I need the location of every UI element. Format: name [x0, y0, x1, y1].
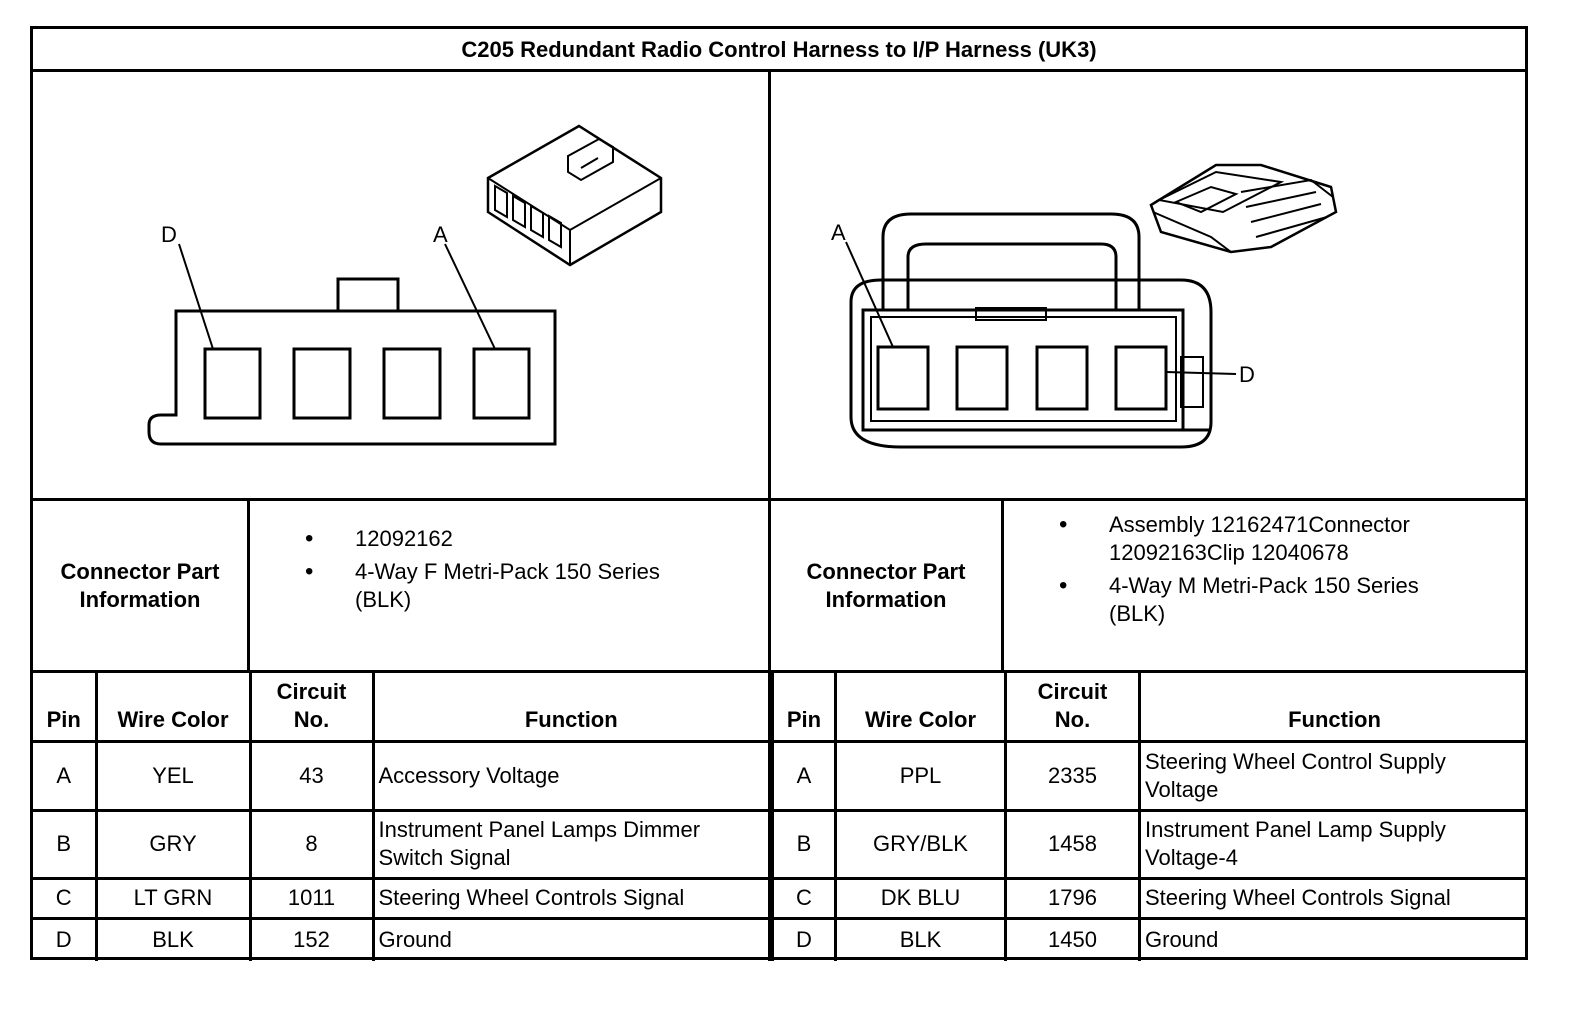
- pin-cell: D: [33, 916, 98, 961]
- right-pin-label-d: D: [1239, 362, 1255, 387]
- table-row: B GRY 8 Instrument Panel Lamps Dimmer Sw…: [33, 808, 771, 880]
- right-info-label: Connector Part Information: [771, 501, 1004, 670]
- header-wire-color: Wire Color: [94, 673, 252, 743]
- right-pin-label-a: A: [831, 220, 846, 245]
- function-cell: Steering Wheel Controls Signal: [1138, 876, 1528, 920]
- table-row: C DK BLU 1796 Steering Wheel Controls Si…: [771, 876, 1528, 920]
- header-circuit: Circuit No.: [248, 673, 375, 743]
- wire-color-cell: LT GRN: [94, 876, 252, 920]
- pin-cell: C: [771, 876, 837, 920]
- function-cell: Instrument Panel Lamps Dimmer Switch Sig…: [371, 808, 771, 880]
- function-cell: Steering Wheel Control Supply Voltage: [1138, 739, 1528, 812]
- left-info-item: 12092162: [250, 525, 768, 553]
- wire-color-cell: DK BLU: [834, 876, 1007, 920]
- male-connector-drawing: A D: [831, 163, 1338, 449]
- pin-cell: D: [771, 916, 837, 961]
- left-info-label: Connector Part Information: [33, 501, 250, 670]
- table-row: D BLK 1450 Ground: [771, 916, 1528, 961]
- function-cell: Instrument Panel Lamp Supply Voltage-4: [1138, 808, 1528, 880]
- left-connector-info: Connector Part Information 12092162 4-Wa…: [33, 498, 771, 673]
- function-cell: Ground: [371, 916, 771, 961]
- right-pin-table: Pin Wire Color Circuit No. Function A PP…: [771, 673, 1528, 961]
- table-row: A PPL 2335 Steering Wheel Control Supply…: [771, 739, 1528, 812]
- left-pin-label-a: A: [433, 222, 448, 247]
- pin-cell: A: [771, 739, 837, 812]
- left-info-label-line1: Connector Part: [60, 558, 220, 584]
- circuit-cell: 2335: [1004, 739, 1141, 812]
- right-info-item: 4-Way M Metri-Pack 150 Series (BLK): [1004, 572, 1528, 628]
- pin-cell: B: [33, 808, 98, 880]
- circuit-cell: 8: [248, 808, 375, 880]
- header-circuit-line1: Circuit: [1037, 678, 1108, 704]
- function-cell: Steering Wheel Controls Signal: [371, 876, 771, 920]
- circuit-cell: 152: [248, 916, 375, 961]
- right-info-item: Assembly 12162471Connector 12092163Clip …: [1004, 511, 1528, 567]
- pin-cell: A: [33, 739, 98, 812]
- circuit-cell: 1450: [1004, 916, 1141, 961]
- wire-color-cell: GRY/BLK: [834, 808, 1007, 880]
- table-row: C LT GRN 1011 Steering Wheel Controls Si…: [33, 876, 771, 920]
- table-row: A YEL 43 Accessory Voltage: [33, 739, 771, 812]
- header-circuit-line1: Circuit: [276, 678, 347, 704]
- table-row: B GRY/BLK 1458 Instrument Panel Lamp Sup…: [771, 808, 1528, 880]
- header-circuit-line2: No.: [293, 706, 330, 732]
- wire-color-cell: PPL: [834, 739, 1007, 812]
- function-cell: Ground: [1138, 916, 1528, 961]
- header-pin: Pin: [771, 673, 837, 743]
- connector-table-frame: C205 Redundant Radio Control Harness to …: [30, 26, 1528, 961]
- pin-cell: C: [33, 876, 98, 920]
- table-row: D BLK 152 Ground: [33, 916, 771, 961]
- header-pin: Pin: [33, 673, 98, 743]
- right-info-label-line2: Information: [825, 586, 947, 612]
- header-circuit-line2: No.: [1054, 706, 1091, 732]
- pin-cell: B: [771, 808, 837, 880]
- left-info-label-line2: Information: [79, 586, 201, 612]
- header-wire-color: Wire Color: [834, 673, 1007, 743]
- header-circuit: Circuit No.: [1004, 673, 1141, 743]
- header-function: Function: [1138, 673, 1528, 743]
- right-connector-info: Connector Part Information Assembly 1216…: [771, 498, 1528, 673]
- function-cell: Accessory Voltage: [371, 739, 771, 812]
- circuit-cell: 1796: [1004, 876, 1141, 920]
- left-info-item: 4-Way F Metri-Pack 150 Series (BLK): [250, 558, 768, 614]
- wire-color-cell: YEL: [94, 739, 252, 812]
- left-pin-table: Pin Wire Color Circuit No. Function A YE…: [33, 673, 771, 961]
- header-function: Function: [371, 673, 771, 743]
- circuit-cell: 43: [248, 739, 375, 812]
- wire-color-cell: BLK: [834, 916, 1007, 961]
- left-info-body: 12092162 4-Way F Metri-Pack 150 Series (…: [250, 501, 768, 670]
- left-pin-label-d: D: [161, 222, 177, 247]
- right-info-body: Assembly 12162471Connector 12092163Clip …: [1004, 501, 1528, 670]
- circuit-cell: 1011: [248, 876, 375, 920]
- page-title: C205 Redundant Radio Control Harness to …: [33, 29, 1525, 72]
- right-info-label-line1: Connector Part: [806, 558, 966, 584]
- wire-color-cell: BLK: [94, 916, 252, 961]
- left-connector-diagram: D A: [33, 72, 771, 498]
- right-connector-diagram: A D: [771, 72, 1528, 498]
- circuit-cell: 1458: [1004, 808, 1141, 880]
- female-connector-drawing: D A: [147, 124, 663, 446]
- wire-color-cell: GRY: [94, 808, 252, 880]
